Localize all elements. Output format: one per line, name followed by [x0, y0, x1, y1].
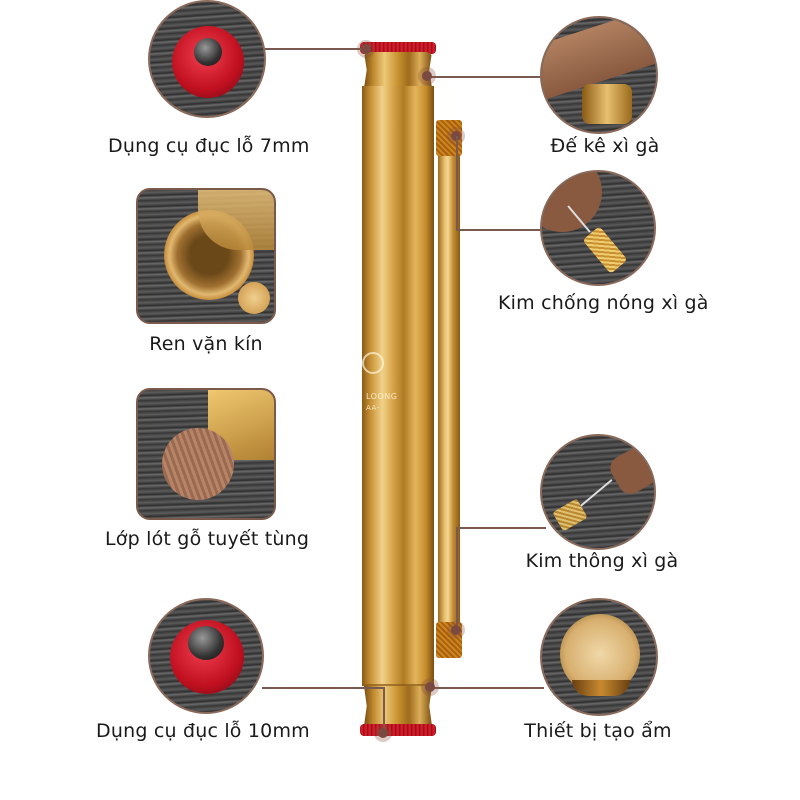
callout-image-anti-heat-needle — [540, 170, 656, 286]
callout-label-7mm-punch: Dụng cụ đục lỗ 7mm — [108, 135, 310, 157]
top-neck — [364, 52, 432, 88]
rod-bottom-knurl — [436, 622, 462, 658]
groove — [362, 684, 434, 686]
needle-handle-icon — [582, 226, 628, 274]
rest-stand-icon — [582, 84, 632, 124]
needle-icon — [577, 479, 613, 509]
callout-image-threaded-seal — [136, 188, 276, 324]
connector-dot — [361, 44, 371, 54]
callout-image-7mm-punch — [148, 0, 266, 118]
punch-blade-icon — [194, 38, 222, 66]
bottom-red-cap — [360, 724, 436, 736]
cigar-icon — [606, 436, 654, 499]
callout-image-10mm-punch — [148, 598, 264, 714]
callout-image-draw-poker — [540, 434, 656, 550]
callout-label-draw-poker: Kim thông xì gà — [525, 550, 679, 572]
tube-section-icon — [198, 190, 274, 250]
callout-image-cigar-rest — [540, 16, 658, 134]
callout-label-humidifier: Thiết bị tạo ẩm — [524, 720, 672, 742]
bottom-neck — [364, 686, 432, 726]
connector-line — [456, 229, 542, 231]
connector-line — [432, 687, 544, 689]
brand-logo-subtext: AA- — [366, 404, 380, 412]
connector-line — [456, 136, 458, 229]
humidifier-base-icon — [572, 680, 630, 696]
callout-label-anti-heat-needle: Kim chống nóng xì gà — [498, 292, 709, 314]
side-rod — [438, 150, 460, 630]
callout-label-threaded-seal: Ren vặn kín — [149, 333, 263, 355]
callout-image-cedar-lining — [136, 388, 276, 520]
connector-line — [262, 687, 384, 689]
cigar-icon — [542, 172, 602, 232]
tube-body — [362, 86, 434, 686]
brand-logo-text: LOONG — [366, 392, 398, 401]
knurl-end-icon — [238, 282, 270, 314]
connector-dot — [422, 71, 432, 81]
callout-label-10mm-punch: Dụng cụ đục lỗ 10mm — [96, 720, 310, 742]
connector-dot — [451, 625, 461, 635]
connector-line — [456, 528, 458, 628]
connector-line — [428, 76, 542, 78]
brand-logo-icon — [362, 352, 384, 374]
connector-line — [383, 687, 385, 731]
punch-blade-icon — [188, 626, 224, 660]
connector-dot — [378, 728, 388, 738]
connector-line — [456, 527, 546, 529]
connector-line — [262, 48, 366, 50]
callout-label-cigar-rest: Đế kê xì gà — [550, 135, 660, 157]
connector-dot — [425, 682, 435, 692]
rod-top-knurl — [436, 120, 462, 156]
callout-label-cedar-lining: Lớp lót gỗ tuyết tùng — [105, 528, 310, 550]
callout-image-humidifier — [540, 598, 658, 716]
top-red-cap — [360, 42, 436, 54]
